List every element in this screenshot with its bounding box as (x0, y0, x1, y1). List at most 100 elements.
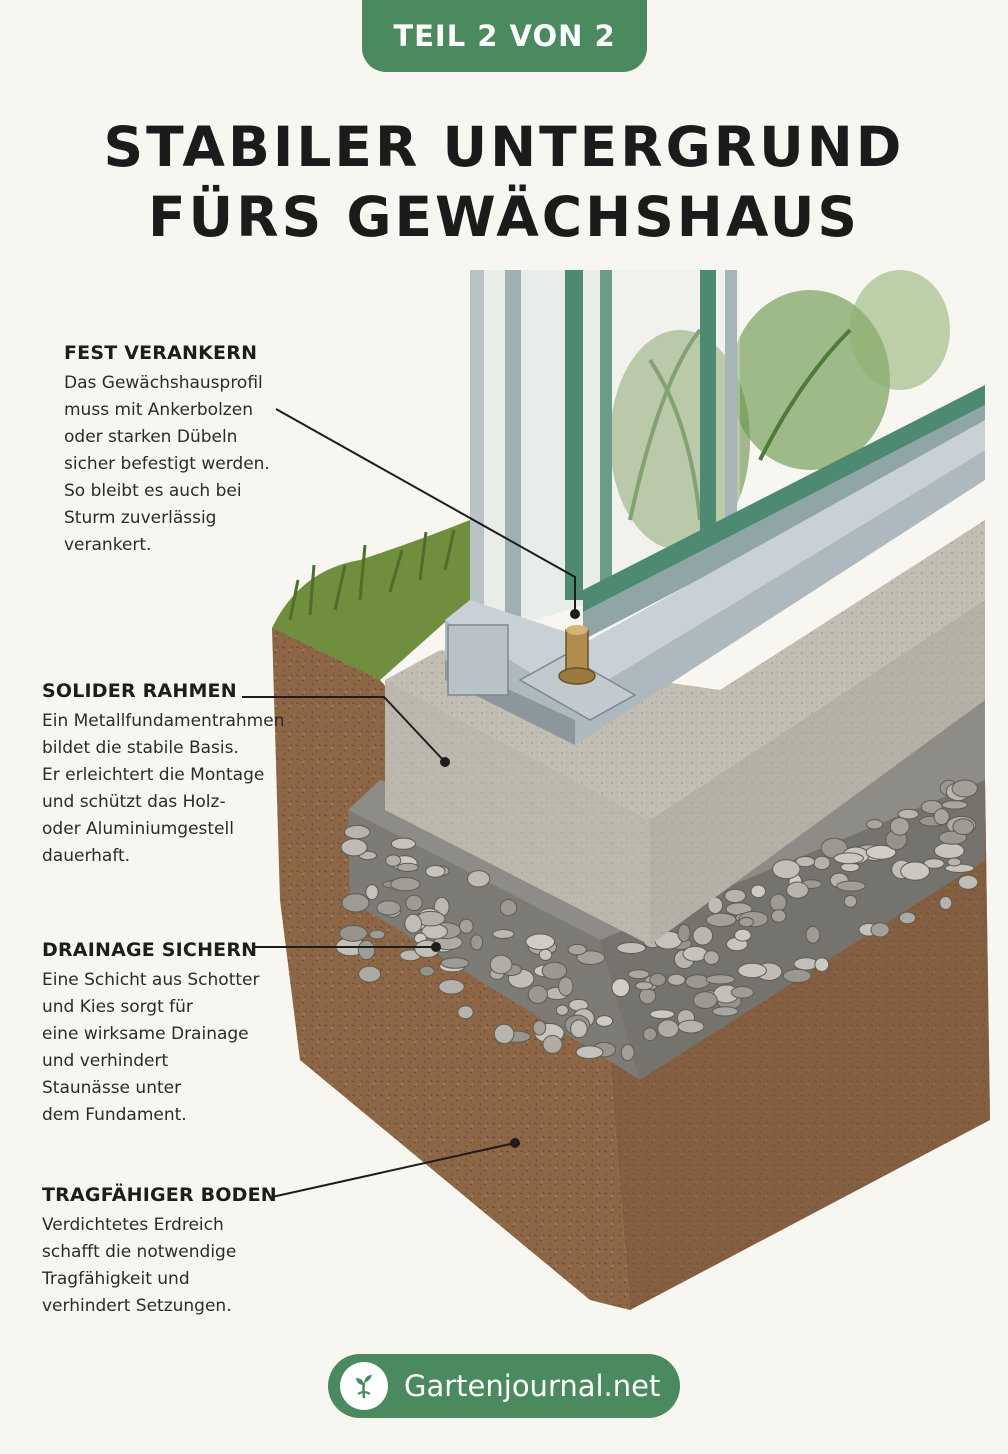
gravel-stone (897, 808, 919, 820)
gravel-stone (657, 1019, 680, 1038)
section-frame: SOLIDER RAHMEN Ein Metallfundamentrahmen… (42, 680, 284, 870)
gravel-stone (750, 884, 767, 899)
greenhouse-frame (470, 270, 985, 640)
gravel-stone (692, 991, 718, 1009)
gravel-stone (724, 888, 747, 904)
gravel-stone (939, 896, 953, 910)
part-badge: TEIL 2 VON 2 (362, 0, 647, 72)
gravel-stone (440, 957, 470, 969)
gravel-stone (542, 1035, 563, 1054)
gravel-stone (634, 981, 654, 991)
gravel-stone (404, 913, 423, 934)
gravel-stone (611, 978, 631, 998)
gravel-stone (365, 884, 379, 901)
gravel-stone (344, 824, 371, 840)
gravel-stone (558, 976, 574, 997)
section-drainage-heading: DRAINAGE SICHERN (42, 939, 258, 961)
gravel-stone (951, 779, 978, 798)
gravel-stone (541, 961, 568, 980)
gravel-stone (705, 912, 737, 928)
section-anchoring-text: Das Gewächshausprofil muss mit Ankerbolz… (64, 373, 270, 555)
gravel-stone (396, 862, 419, 873)
metal-foundation-frame (445, 420, 985, 745)
sprout-icon (340, 1362, 388, 1410)
gravel-stone (782, 968, 812, 984)
section-soil: TRAGFÄHIGER BODEN Verdichtetes Erdreich … (42, 1184, 277, 1320)
gravel-stone (957, 874, 979, 890)
gravel-stone (575, 1045, 604, 1059)
gravel-stone (711, 1006, 739, 1017)
section-anchoring: FEST VERANKERN Das Gewächshausprofil mus… (64, 342, 270, 559)
gravel-stone (620, 1044, 635, 1061)
gravel-stone (814, 957, 830, 972)
gravel-stone (390, 877, 421, 892)
gravel-stone (639, 987, 657, 1005)
callout-lines (242, 408, 580, 1198)
gravel-stone (933, 842, 965, 860)
gravel-stone (870, 922, 890, 938)
gravel-stone (616, 942, 647, 954)
callout-line-frame (242, 696, 446, 763)
section-drainage-text: Eine Schicht aus Schotter und Kies sorgt… (42, 970, 260, 1125)
gravel-stone (705, 974, 736, 985)
gravel-stones (335, 779, 979, 1061)
gravel-stone (555, 1004, 569, 1016)
gravel-stone (489, 954, 513, 975)
gravel-stone (941, 800, 968, 810)
gravel-stone (457, 1005, 474, 1020)
gravel-stone (734, 928, 752, 942)
gravel-stone (438, 979, 465, 995)
gravel-stone (627, 969, 650, 980)
gravel-stone (385, 854, 402, 867)
gravel-stone (358, 965, 382, 983)
part-badge-label: TEIL 2 VON 2 (393, 19, 616, 53)
callout-line-anchor (275, 408, 576, 614)
gravel-stone (376, 900, 402, 916)
brand-pill[interactable]: Gartenjournal.net (328, 1354, 680, 1418)
gravel-stone (532, 1020, 547, 1036)
gravel-stone (685, 974, 710, 989)
gravel-stone (677, 1019, 705, 1034)
gravel-stone (933, 808, 950, 826)
gravel-stone (769, 893, 787, 912)
gravel-stone (730, 986, 755, 999)
gravel-stone (898, 911, 917, 925)
gravel-stone (499, 899, 518, 917)
gravel-stone (567, 943, 587, 956)
gravel-stone (703, 950, 720, 965)
gravel-stone (889, 817, 910, 836)
gravel-stone (813, 855, 831, 871)
gravel-stone (692, 925, 714, 946)
gravel-stone (667, 973, 686, 986)
gravel-stone (786, 881, 809, 899)
gravel-stone (836, 880, 866, 892)
gravel-stone (525, 933, 556, 951)
anchor-bolt (558, 625, 596, 685)
gravel-stone (649, 1009, 675, 1020)
gravel-stone (493, 1023, 515, 1045)
brand-name: Gartenjournal.net (404, 1369, 661, 1403)
gravel-stone (947, 857, 962, 867)
section-frame-text: Ein Metallfundamentrahmen bildet die sta… (42, 711, 285, 866)
section-soil-text: Verdichtetes Erdreich schafft die notwen… (42, 1215, 237, 1316)
gravel-stone (419, 965, 435, 977)
gravel-stone (492, 929, 515, 939)
section-frame-heading: SOLIDER RAHMEN (42, 680, 237, 702)
gravel-stone (677, 923, 691, 943)
gravel-stone (738, 916, 754, 928)
gravel-stone (459, 918, 474, 934)
gravel-stone (900, 861, 930, 881)
gravel-stone (527, 985, 548, 1004)
gravel-stone (793, 957, 819, 971)
gravel-stone (570, 1019, 588, 1039)
section-soil-heading: TRAGFÄHIGER BODEN (42, 1184, 277, 1206)
gravel-stone (770, 909, 787, 923)
gravel-stone (369, 929, 386, 940)
gravel-stone (865, 819, 884, 830)
page-title: STABILER UNTERGRUND FÜRS GEWÄCHSHAUS (0, 112, 1008, 252)
gravel-stone (470, 934, 484, 951)
title-line-2: FÜRS GEWÄCHSHAUS (147, 185, 860, 249)
gravel-stone (390, 837, 416, 850)
gravel-stone (865, 844, 897, 860)
